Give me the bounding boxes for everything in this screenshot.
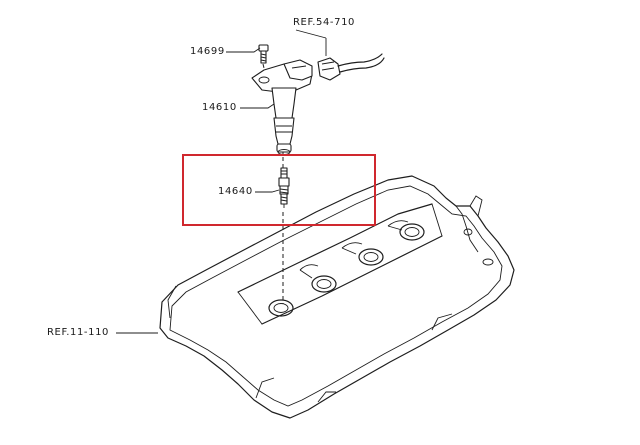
wiring-connector [317, 38, 385, 81]
bolt-14699 [258, 44, 269, 64]
part-14699-label[interactable]: 14699 [190, 46, 225, 57]
leader-coil [240, 103, 275, 109]
part-14640-label[interactable]: 14640 [218, 186, 253, 197]
leader-ref-top [295, 29, 327, 39]
spark-plug-14640 [278, 167, 290, 208]
ref-54-710-label[interactable]: REF.54-710 [293, 17, 356, 28]
ref-11-110-label[interactable]: REF.11-110 [47, 327, 110, 338]
part-14610-label[interactable]: 14610 [202, 102, 237, 113]
ignition-coil-14610 [251, 59, 313, 155]
leader-bolt [226, 47, 261, 53]
leader-plug [255, 189, 280, 193]
highlight-box [182, 154, 376, 226]
cylinder-head-cover [159, 175, 515, 419]
